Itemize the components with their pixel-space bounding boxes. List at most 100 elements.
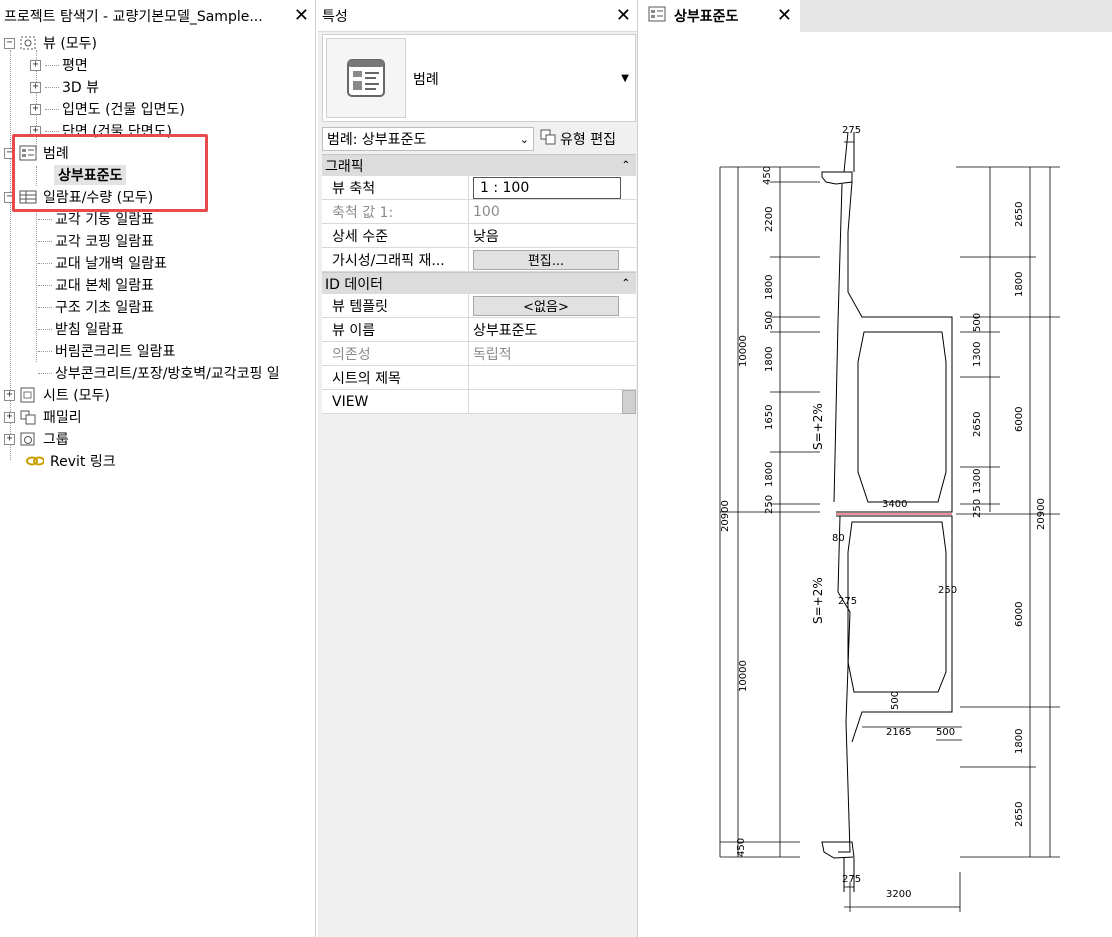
collapse-group-icon[interactable]: ⌃ (621, 278, 630, 289)
tree-label: 입면도 (건물 입면도) (62, 102, 185, 118)
detail-level-value[interactable]: 낮음 (473, 228, 499, 245)
tree-label: 패밀리 (43, 410, 82, 426)
tree-item-revit-links[interactable]: Revit 링크 (26, 450, 116, 472)
tree-label: 교각 기둥 일람표 (55, 212, 155, 228)
instance-selector[interactable]: 범례: 상부표준도 ⌄ (322, 127, 534, 151)
dim-label: 250 (938, 585, 957, 596)
collapse-icon[interactable]: − (4, 147, 15, 159)
schedule-item[interactable]: 구조 기초 일람표 (38, 296, 154, 318)
tree-item-sheets[interactable]: + 시트 (모두) (4, 384, 110, 406)
tree-label: 시트 (모두) (43, 388, 110, 404)
dimension-labels: 275 450 2200 1800 500 1800 1650 1800 250… (720, 125, 1047, 900)
dim-label: 1800 (1014, 272, 1025, 297)
edit-type-button[interactable]: 유형 편집 (540, 129, 616, 149)
tree-item-views[interactable]: − 뷰 (모두) (4, 32, 97, 54)
dim-label: 10000 (738, 660, 749, 692)
dim-label: 1300 (972, 342, 983, 367)
collapse-icon[interactable]: − (4, 37, 15, 49)
expand-icon[interactable]: + (4, 433, 15, 445)
expand-icon[interactable]: + (4, 389, 15, 401)
group-icon (19, 431, 37, 447)
dim-label: 500 (890, 691, 901, 710)
dim-label: 6000 (1014, 602, 1025, 627)
property-row: 시트의 제목 (322, 366, 636, 390)
dropdown-arrow-icon[interactable]: ▼ (621, 73, 629, 84)
instance-row: 범례: 상부표준도 ⌄ 유형 편집 (322, 126, 636, 152)
legend-icon (19, 145, 37, 161)
schedule-item[interactable]: 교대 날개벽 일람표 (38, 252, 167, 274)
close-icon[interactable]: ✕ (615, 4, 631, 26)
view-name-value[interactable]: 상부표준도 (473, 322, 538, 339)
dimension-lines (719, 141, 1060, 912)
bridge-section-drawing: 275 450 2200 1800 500 1800 1650 1800 250… (719, 125, 1060, 912)
tree-label: 3D 뷰 (62, 80, 100, 96)
dim-label: 10000 (738, 335, 749, 367)
expand-icon[interactable]: + (30, 59, 41, 71)
property-row: 뷰 이름 상부표준도 (322, 318, 636, 342)
dim-label: 500 (764, 311, 775, 330)
collapse-group-icon[interactable]: ⌃ (621, 160, 630, 171)
tree-label: 상부콘크리트/포장/방호벽/교각코핑 일 (55, 366, 280, 382)
schedule-item[interactable]: 교대 본체 일람표 (38, 274, 154, 296)
dim-label: 500 (936, 727, 955, 738)
chevron-down-icon: ⌄ (519, 132, 529, 146)
group-graphics[interactable]: 그래픽 ⌃ (322, 154, 636, 176)
visibility-edit-button[interactable]: 편집... (473, 249, 619, 270)
tree-item-3d-view[interactable]: + 3D 뷰 (30, 76, 99, 98)
schedule-item[interactable]: 상부콘크리트/포장/방호벽/교각코핑 일 (38, 362, 280, 384)
property-row: 상세 수준 낮음 (322, 224, 636, 248)
view-value[interactable] (469, 390, 636, 413)
schedule-item[interactable]: 교각 코핑 일람표 (38, 230, 154, 252)
dim-label: 1800 (764, 462, 775, 487)
property-key: 축척 값 1: (322, 200, 469, 223)
dim-label: 1300 (972, 469, 983, 494)
project-browser-header: 프로젝트 탐색기 - 교량기본모델_Sample... ✕ (0, 0, 315, 32)
dim-label: 250 (764, 495, 775, 514)
tree-item-elevation[interactable]: + 입면도 (건물 입면도) (30, 98, 185, 120)
close-icon[interactable]: ✕ (776, 5, 792, 26)
property-key: 가시성/그래픽 재... (322, 248, 469, 271)
collapse-icon[interactable]: − (4, 191, 15, 203)
expand-icon[interactable]: + (30, 125, 41, 137)
tree-item-schedules[interactable]: − 일람표/수량 (모두) (4, 186, 153, 208)
view-scale-input[interactable]: 1 : 100 (473, 176, 621, 199)
instance-selector-value: 범례: 상부표준도 (327, 132, 427, 148)
tree-label: 범례 (43, 146, 69, 162)
group-id-data[interactable]: ID 데이터 ⌃ (322, 272, 636, 294)
schedule-item[interactable]: 버림콘크리트 일람표 (38, 340, 175, 362)
tree-label: 평면 (62, 58, 88, 74)
slope-label: S=+2% (811, 577, 825, 624)
tree-item-section[interactable]: + 단면 (건물 단면도) (30, 120, 172, 142)
tree-item-legend-selected[interactable]: 상부표준도 (54, 164, 127, 186)
tree-item-families[interactable]: + 패밀리 (4, 406, 82, 428)
dim-label: 500 (972, 313, 983, 332)
expand-icon[interactable]: + (30, 103, 41, 115)
tab-legend-view[interactable]: 상부표준도 ✕ (640, 0, 800, 32)
close-icon[interactable]: ✕ (293, 5, 309, 26)
expand-icon[interactable]: + (30, 81, 41, 93)
dim-label: 275 (842, 874, 861, 885)
dim-label: 1800 (764, 347, 775, 372)
dim-label: 20900 (720, 500, 731, 532)
tree-label: Revit 링크 (50, 454, 116, 470)
view-template-button[interactable]: <없음> (473, 295, 619, 316)
property-key: 뷰 축척 (322, 176, 469, 199)
schedule-item[interactable]: 받침 일람표 (38, 318, 124, 340)
drawing-canvas[interactable]: 275 450 2200 1800 500 1800 1650 1800 250… (640, 32, 1112, 937)
dim-label: 275 (838, 596, 857, 607)
scrollbar-thumb[interactable] (622, 390, 636, 414)
property-key: 의존성 (322, 342, 469, 365)
property-row: VIEW (322, 390, 636, 414)
expand-icon[interactable]: + (4, 411, 15, 423)
tree-item-plan[interactable]: + 평면 (30, 54, 88, 76)
views-icon (19, 35, 37, 51)
title-on-sheet-value[interactable] (469, 366, 636, 389)
schedule-item[interactable]: 교각 기둥 일람표 (38, 208, 154, 230)
type-selector[interactable]: 범례 ▼ (322, 34, 636, 122)
dim-label: 80 (832, 533, 845, 544)
properties-header: 특성 ✕ (318, 0, 637, 32)
property-row: 뷰 축척 1 : 100 (322, 176, 636, 200)
tree-item-groups[interactable]: + 그룹 (4, 428, 69, 450)
group-label: 그래픽 (325, 158, 364, 175)
tree-item-legends[interactable]: − 범례 (4, 142, 69, 164)
